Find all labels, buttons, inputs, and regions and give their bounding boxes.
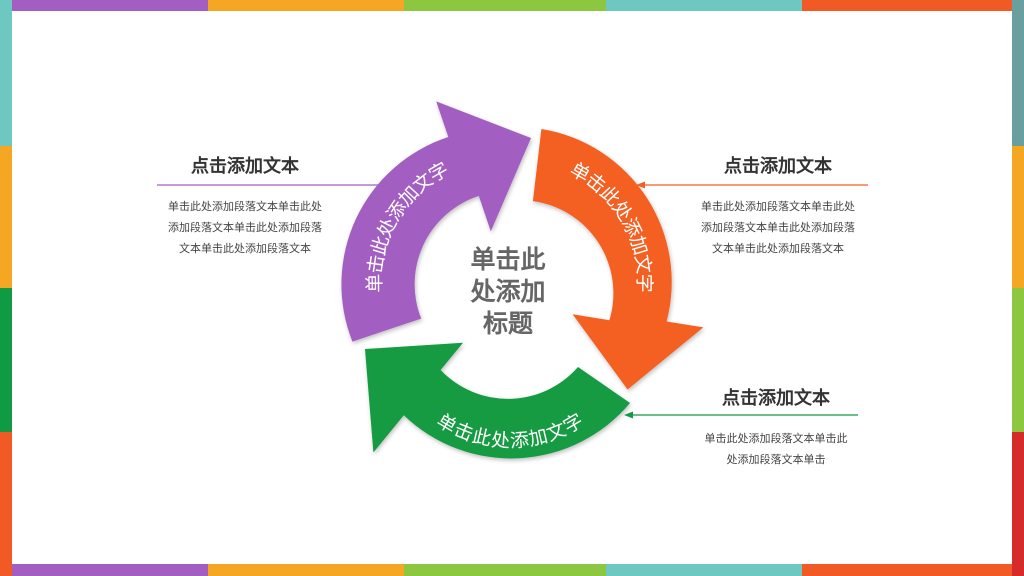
center-title-line-3: 标题 [483, 309, 533, 338]
cycle-arrow-purple [341, 101, 531, 342]
frame-bottom-orange [208, 564, 404, 576]
text-block-right-bottom-line: 单击此处添加段落文本单击此 [704, 432, 848, 445]
frame-bottom-teal [606, 564, 802, 576]
text-block-left-line: 文本单击此处添加段落文本 [179, 242, 311, 255]
center-title-line-1: 单击此 [470, 245, 545, 274]
text-block-left-title: 点击添加文本 [191, 156, 299, 177]
connector-right-top-arrowhead [636, 181, 645, 189]
frame-top-purple [0, 0, 208, 11]
frame-right-red [1012, 432, 1024, 576]
connector-left-arrowhead [383, 181, 392, 189]
frame-top-teal [606, 0, 802, 11]
center-title-line-2: 处添加 [469, 277, 545, 306]
frame-left-red [0, 432, 12, 576]
frame-bottom-green [404, 564, 606, 576]
cycle-arrow-orange [532, 129, 704, 390]
frame-left-green [0, 288, 12, 432]
text-block-right-top-title: 点击添加文本 [724, 156, 832, 177]
text-block-right-bottom-body: 单击此处添加段落文本单击此 处添加段落文本单击 [681, 428, 871, 470]
text-block-right-top-line: 单击此处添加段落文本单击此处 [701, 200, 855, 213]
frame-right-orange [1012, 146, 1024, 288]
frame-left-orange [0, 146, 12, 288]
frame-top-red [802, 0, 1012, 11]
connector-right-bottom-arrowhead [624, 411, 633, 419]
frame-bottom-red [802, 564, 1024, 576]
cycle-arrow-green [365, 342, 630, 459]
frame-bottom-purple [12, 564, 208, 576]
frame-left-teal [0, 0, 12, 146]
text-block-right-bottom: 点击添加文本 单击此处添加段落文本单击此 处添加段落文本单击 [681, 384, 871, 470]
text-block-right-top: 点击添加文本 单击此处添加段落文本单击此处 添加段落文本单击此处添加段落 文本单… [683, 152, 873, 259]
text-block-right-bottom-line: 处添加段落文本单击 [726, 453, 826, 466]
text-block-right-top-line: 添加段落文本单击此处添加段落 [701, 221, 855, 234]
text-block-right-top-body: 单击此处添加段落文本单击此处 添加段落文本单击此处添加段落 文本单击此处添加段落… [683, 196, 873, 259]
text-block-left-line: 添加段落文本单击此处添加段落 [168, 221, 322, 234]
text-block-left-line: 单击此处添加段落文本单击此处 [168, 200, 322, 213]
text-block-left-body: 单击此处添加段落文本单击此处 添加段落文本单击此处添加段落 文本单击此处添加段落… [150, 196, 340, 259]
frame-top-orange [208, 0, 404, 11]
frame-right-teal [1012, 0, 1024, 146]
frame-top-green [404, 0, 606, 11]
text-block-left: 点击添加文本 单击此处添加段落文本单击此处 添加段落文本单击此处添加段落 文本单… [150, 152, 340, 259]
frame-right-green [1012, 288, 1024, 432]
text-block-right-bottom-title: 点击添加文本 [722, 388, 830, 409]
text-block-right-top-line: 文本单击此处添加段落文本 [712, 242, 844, 255]
